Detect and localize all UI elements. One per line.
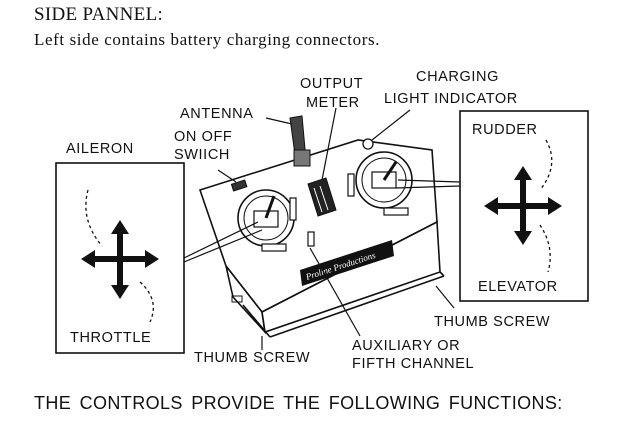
rudder-pointer [539, 139, 553, 191]
thumb-screw-right-label: THUMB SCREW [434, 314, 550, 330]
right-control-stick [347, 151, 413, 216]
section-heading: SIDE PANNEL: [34, 4, 164, 25]
elevator-label: ELEVATOR [478, 279, 558, 295]
left-cross-arrows-icon [81, 220, 159, 299]
throttle-pointer [139, 281, 154, 323]
output-meter-label-line2: METER [306, 95, 360, 111]
on-off-switch-label-line1: ON OFF [174, 129, 232, 145]
left-control-stick [237, 189, 297, 252]
rudder-label: RUDDER [472, 122, 538, 138]
charging-light [362, 138, 374, 150]
elevator-pointer [539, 224, 551, 273]
right-stick-callout-box [459, 110, 589, 302]
antenna-label: ANTENNA [180, 106, 254, 122]
charging-label-line2: LIGHT INDICATOR [384, 91, 518, 107]
antenna [289, 115, 311, 167]
auxiliary-label-line1: AUXILIARY OR [352, 338, 460, 354]
output-meter [307, 177, 337, 217]
on-off-switch [230, 179, 248, 192]
functions-heading: THE CONTROLS PROVIDE THE FOLLOWING FUNCT… [34, 393, 563, 413]
section-description: Left side contains battery charging conn… [34, 30, 381, 49]
aileron-pointer [85, 189, 103, 247]
auxiliary-label-line2: FIFTH CHANNEL [352, 356, 474, 372]
right-cross-arrows-icon [484, 166, 562, 245]
throttle-label: THROTTLE [70, 330, 151, 346]
charging-connector [231, 295, 243, 303]
thumb-screw-left-label: THUMB SCREW [194, 350, 310, 366]
leader-lines [183, 107, 461, 350]
auxiliary-channel-control [307, 231, 315, 247]
aileron-label: AILERON [66, 141, 134, 157]
charging-label-line1: CHARGING [416, 69, 499, 85]
output-meter-label-line1: OUTPUT [300, 76, 363, 92]
on-off-switch-label-line2: SWIICH [174, 147, 230, 163]
